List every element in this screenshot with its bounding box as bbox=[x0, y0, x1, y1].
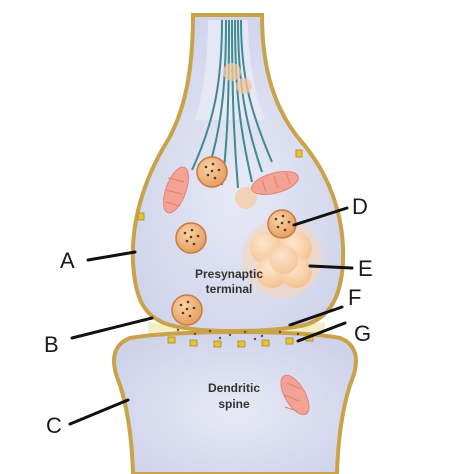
leader-line-a bbox=[86, 250, 137, 262]
label-c: C bbox=[46, 413, 62, 438]
dendritic-label-line2: spine bbox=[218, 397, 250, 411]
leader-line-f bbox=[288, 305, 344, 327]
label-f: F bbox=[348, 285, 361, 310]
label-a: A bbox=[60, 248, 75, 273]
leader-line-b bbox=[70, 316, 154, 340]
label-d: D bbox=[352, 194, 368, 219]
neurotransmitter-dots bbox=[176, 328, 300, 341]
leader-lines bbox=[68, 206, 354, 426]
label-e: E bbox=[358, 256, 373, 281]
leader-line-c bbox=[68, 398, 130, 426]
label-b: B bbox=[44, 332, 59, 357]
membrane-channels bbox=[137, 149, 303, 221]
leader-line-d bbox=[292, 206, 349, 227]
leader-line-e bbox=[308, 264, 354, 270]
mitochondrion-presynaptic-left bbox=[163, 166, 189, 214]
vesicle-1 bbox=[196, 156, 228, 188]
mitochondrion-presynaptic-right bbox=[251, 171, 299, 195]
dendritic-label-line1: Dendritic bbox=[208, 381, 260, 395]
presynaptic-label-line1: Presynaptic bbox=[195, 267, 263, 281]
vesicle-3 bbox=[267, 209, 297, 239]
fusing-vesicle-cluster bbox=[242, 218, 322, 298]
vesicle-4 bbox=[171, 294, 203, 326]
label-g: G bbox=[354, 321, 371, 346]
vesicle-2 bbox=[175, 222, 207, 254]
mitochondrion-postsynaptic bbox=[280, 374, 310, 416]
background-vesicles bbox=[223, 63, 257, 209]
leader-line-g bbox=[296, 321, 347, 343]
presynaptic-label-line2: terminal bbox=[206, 282, 253, 296]
